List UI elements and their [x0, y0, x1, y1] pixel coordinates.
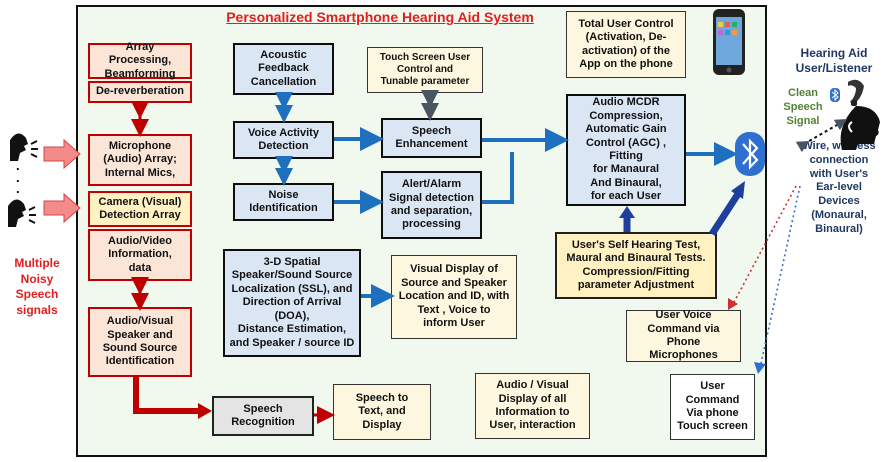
hearing-aid-icon: [848, 79, 864, 106]
speaker-head-icon-2: [8, 199, 36, 227]
alert-up-line: [482, 152, 514, 204]
audio-video-info-box: Audio/Video Information, data: [88, 229, 192, 281]
touch-control-box: Touch Screen User Control and Tunable pa…: [367, 47, 483, 93]
input-arrow-mic: [43, 138, 81, 170]
visual-display-box: Visual Display of Source and Speaker Loc…: [391, 255, 517, 339]
speech-recognition-box: Speech Recognition: [212, 396, 314, 436]
total-control-box: Total User Control (Activation, De- acti…: [566, 11, 686, 78]
array-processing-box: Array Processing, Beamforming: [88, 41, 192, 80]
input-arrow-camera: [43, 192, 81, 224]
speaker-head-icon: [10, 133, 38, 161]
wireless-link-arrow: [795, 118, 848, 153]
touch-command-link: [759, 185, 801, 369]
user-voice-command-box: User Voice Command via Phone Microphones: [626, 309, 741, 362]
audio-mcdr-box: Audio MCDR Compression, Automatic Gain C…: [566, 94, 686, 206]
touch-command-box: User Command Via phone Touch screen: [670, 374, 755, 440]
red-elbow-arrow: [133, 377, 200, 414]
listener-head-icon: [840, 106, 880, 150]
noisy-signals-label: Multiple Noisy Speech signals: [14, 256, 60, 317]
test-to-bt-arrow: [709, 192, 741, 236]
noise-id-box: Noise Identification: [233, 183, 334, 221]
vad-box: Voice Activity Detection: [233, 121, 334, 159]
dots-label: . . .: [16, 158, 20, 197]
bluetooth-icon: [735, 132, 765, 176]
speech-to-text-box: Speech to Text, and Display: [333, 384, 431, 440]
self-hearing-test-box: User's Self Hearing Test, Maural and Bin…: [555, 232, 717, 299]
bluetooth-small-icon: [830, 88, 840, 102]
camera-array-box: Camera (Visual) Detection Array: [88, 191, 192, 227]
listener-title: Hearing Aid User/Listener: [795, 46, 873, 75]
smartphone-icon: [713, 9, 745, 75]
microphone-array-box: Microphone (Audio) Array; Internal Mics,: [88, 134, 192, 186]
dereverberation-box: De-reverberation: [88, 81, 192, 103]
av-display-all-box: Audio / Visual Display of all Informatio…: [475, 373, 590, 439]
alert-alarm-box: Alert/Alarm Signal detection and separat…: [381, 171, 482, 239]
spatial-localization-box: 3-D Spatial Speaker/Sound Source Localiz…: [223, 249, 361, 357]
diagram-title: Personalized Smartphone Hearing Aid Syst…: [226, 9, 534, 25]
